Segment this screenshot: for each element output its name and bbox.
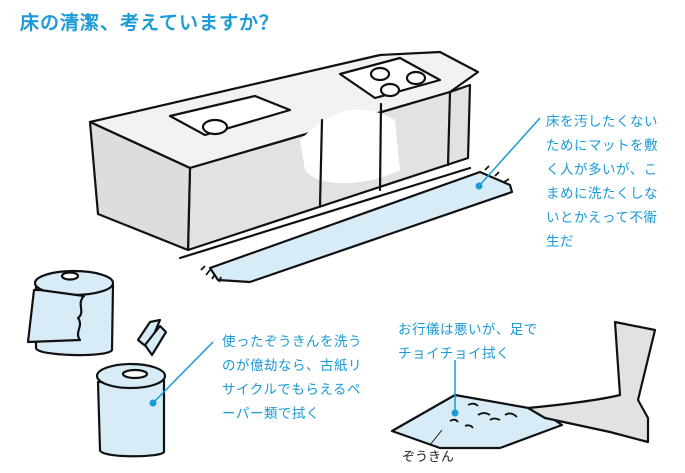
kitchen-counter-illustration [88,50,480,260]
mat-note: 床を汚したくない ためにマットを敷 く人が多いが、こ まめに洗たくしな いとかえ… [546,110,658,254]
foot-leader-line [451,360,459,417]
note-line: 使ったぞうきんを洗う [222,334,362,350]
note-line: 床を汚したくない [546,114,658,130]
floor-mat-illustration [200,165,514,284]
note-line: いとかえって不衛 [546,210,658,226]
mat-leader-line [475,117,541,190]
foot-note: お行儀は悪いが、足で チョイチョイ拭く [398,318,538,366]
note-line: ーパー類で拭く [222,406,320,422]
note-line: のが億劫なら、古紙リ [222,358,362,374]
zoukin-label: ぞうきん [402,450,455,465]
paper-note: 使ったぞうきんを洗う のが億劫なら、古紙リ サイクルでもらえるペ ーパー類で拭く [222,330,362,426]
note-line: お行儀は悪いが、足で [398,322,538,338]
note-line: ためにマットを敷 [546,138,658,154]
page-title: 床の清潔、考えていますか？ [20,12,280,34]
foot-illustration [526,320,657,444]
note-line: チョイチョイ拭く [398,346,510,362]
paper-leader-line [149,341,214,407]
floor-cloth-illustration [390,393,564,450]
note-line: サイクルでもらえるペ [222,382,361,398]
paper-towel-roll-illustration [95,318,168,458]
toilet-paper-roll-illustration [26,269,115,357]
note-line: く人が多いが、こ [546,162,658,178]
note-line: まめに洗たくしな [546,186,658,202]
note-line: 生だ [546,234,574,250]
